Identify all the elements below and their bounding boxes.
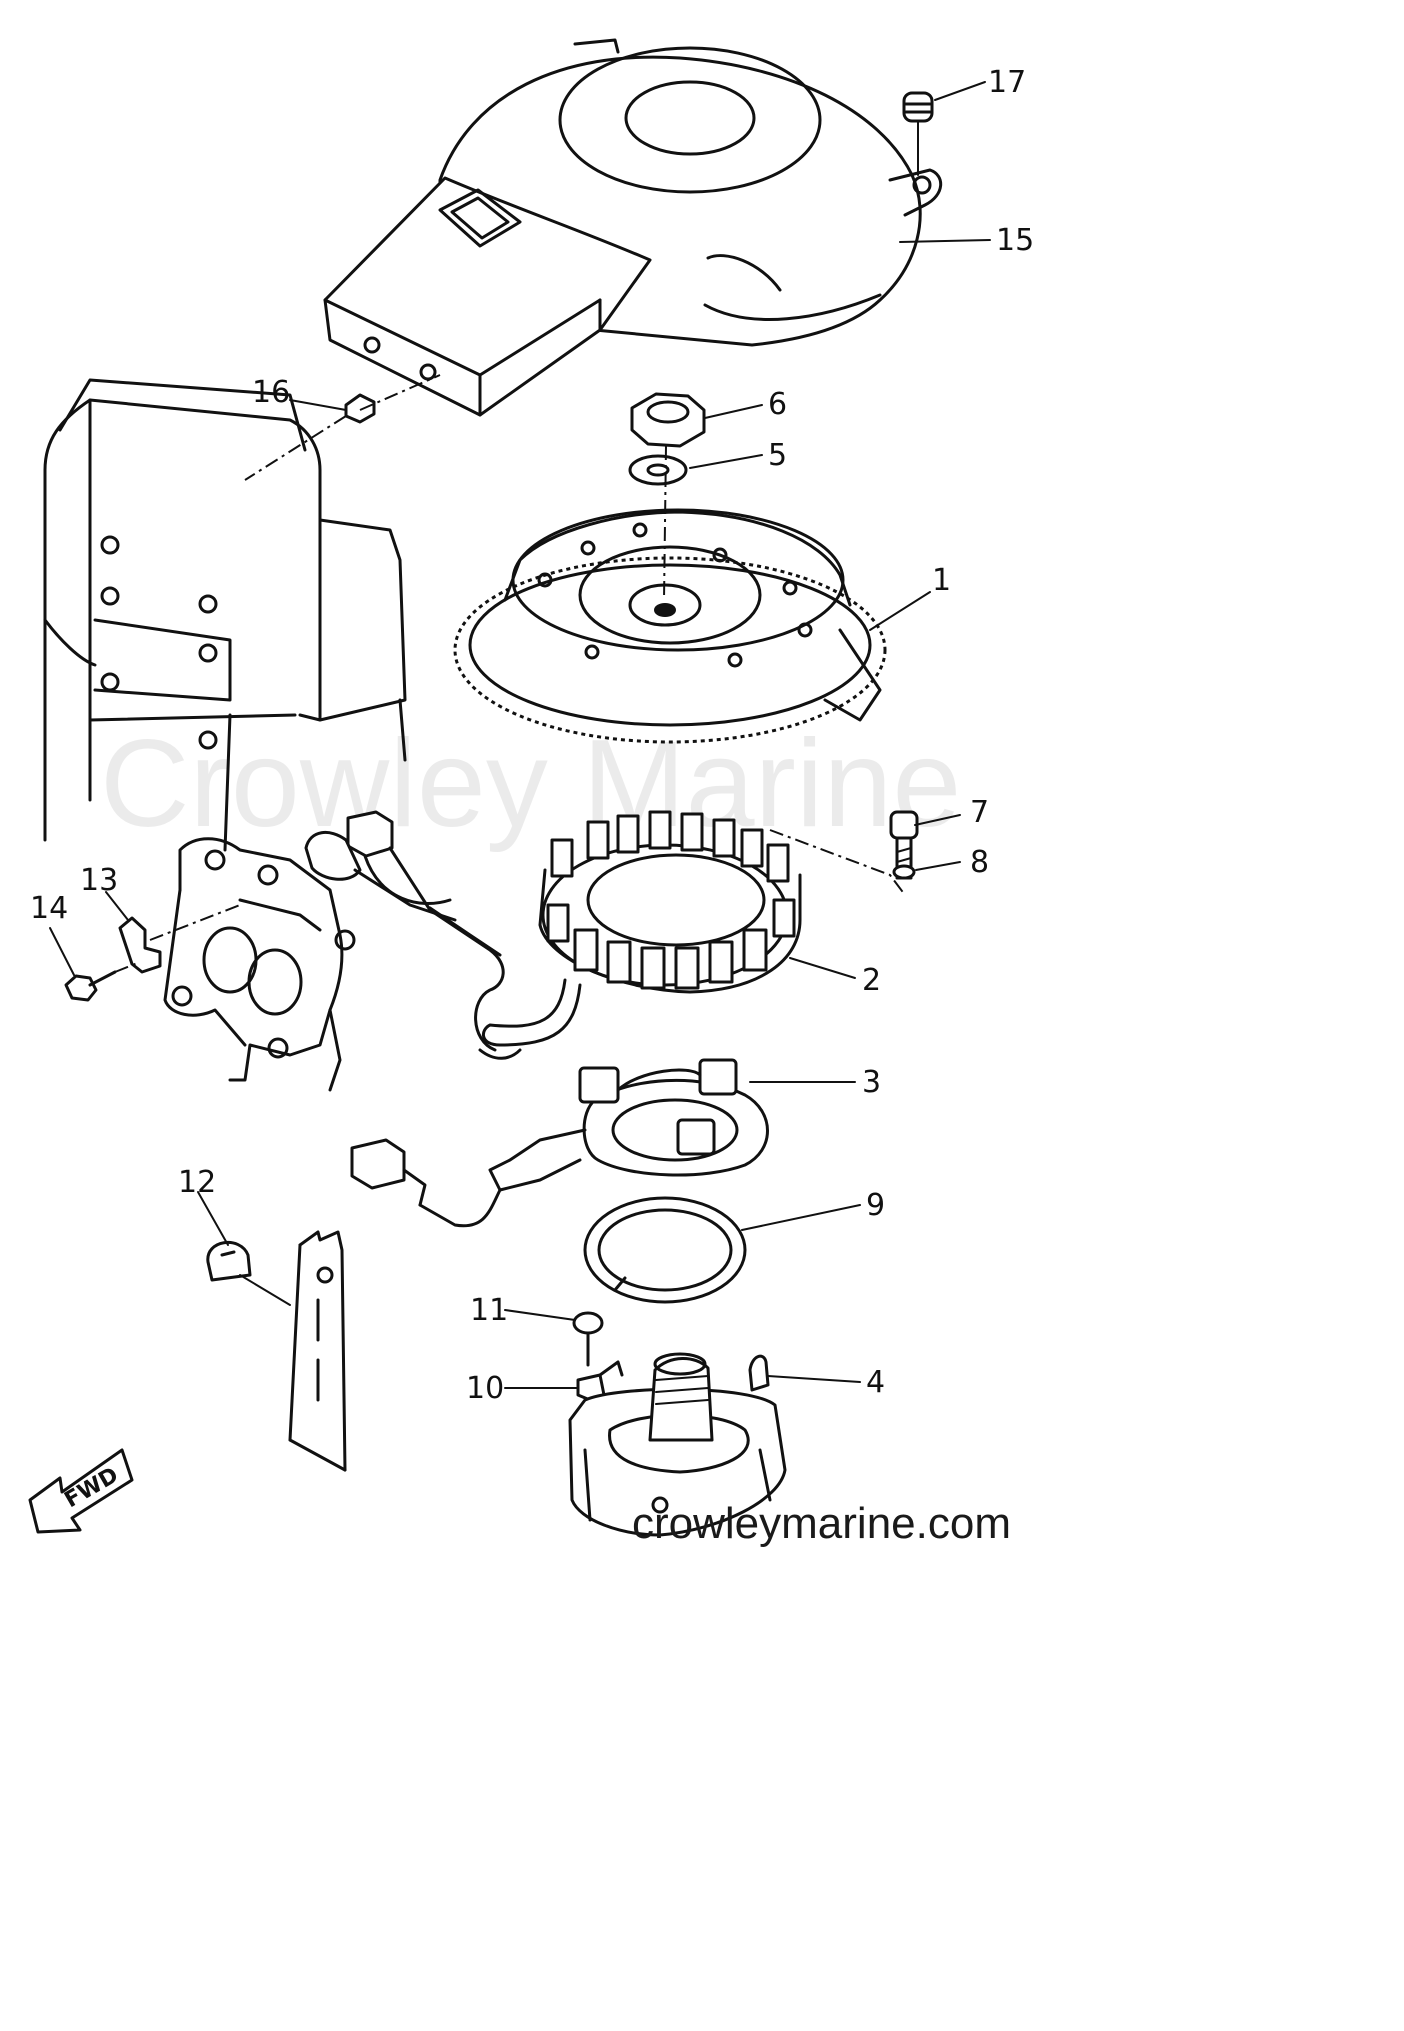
callout-16: 16 <box>252 375 290 410</box>
callout-4: 4 <box>866 1365 885 1400</box>
flywheel-nut <box>630 392 706 448</box>
intake-manifold <box>163 837 356 1092</box>
part-callouts: 1 2 3 4 5 6 7 8 9 10 11 12 13 14 15 16 1… <box>30 65 1034 1406</box>
stator-coil <box>482 810 802 1047</box>
wire-bracket <box>118 904 241 974</box>
callout-14: 14 <box>30 891 68 926</box>
flywheel <box>453 508 887 744</box>
forward-direction-arrow: FWD <box>28 1448 134 1534</box>
flywheel-cover <box>323 38 943 417</box>
exploded-view-drawing: Crowley Marine <box>28 38 1034 1548</box>
pulser-coil-plate <box>350 1058 769 1228</box>
callout-6: 6 <box>768 387 787 422</box>
callout-10: 10 <box>466 1371 504 1406</box>
wire-clamp <box>206 1240 291 1306</box>
callout-9: 9 <box>866 1188 885 1223</box>
cover-screw-lower <box>572 1311 604 1367</box>
woodruff-key <box>748 1354 770 1392</box>
callout-5: 5 <box>768 438 787 473</box>
callout-12: 12 <box>178 1165 216 1200</box>
parts-diagram: Crowley Marine <box>28 38 1035 1548</box>
callout-17: 17 <box>988 65 1026 100</box>
mounting-bracket <box>288 1230 347 1472</box>
bracket-bolt <box>64 961 141 1002</box>
stator-wire-harness <box>304 810 522 1060</box>
callout-11: 11 <box>470 1293 508 1328</box>
grommet <box>902 91 934 176</box>
cover-screw <box>244 374 441 481</box>
callout-1: 1 <box>932 563 951 598</box>
stator-washer <box>892 864 916 880</box>
callout-13: 13 <box>80 863 118 898</box>
callout-7: 7 <box>970 795 989 830</box>
callout-leaders <box>49 81 991 1389</box>
flywheel-washer <box>628 454 688 486</box>
callout-15: 15 <box>996 223 1034 258</box>
watermark-text: Crowley Marine <box>100 715 961 853</box>
callout-3: 3 <box>862 1065 881 1100</box>
callout-2: 2 <box>862 963 881 998</box>
website-url: crowleymarine.com <box>632 1499 1011 1548</box>
crankshaft-housing <box>568 1352 787 1537</box>
callout-8: 8 <box>970 845 989 880</box>
retaining-ring <box>583 1196 747 1304</box>
engine-block <box>43 378 407 852</box>
